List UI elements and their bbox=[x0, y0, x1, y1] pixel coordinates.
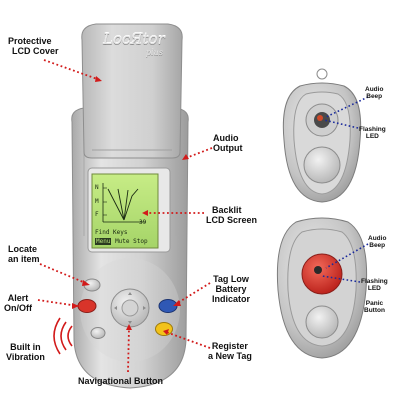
lcd-softkey-menu: Menu bbox=[95, 238, 112, 245]
label-line: an item bbox=[8, 254, 40, 264]
label-navigational-button: Navigational Button bbox=[78, 376, 163, 386]
label-alert-on-off: Alert On/Off bbox=[4, 293, 32, 313]
label-line: a New Tag bbox=[208, 351, 252, 361]
label-built-in-vibration: Built in Vibration bbox=[6, 342, 45, 362]
label-line: On/Off bbox=[4, 303, 32, 313]
tag-top-label-audio-beep: Audio Beep bbox=[365, 86, 383, 100]
label-line: Flashing bbox=[361, 278, 388, 285]
tag-top-label-flashing-led: Flashing LED bbox=[359, 126, 386, 140]
label-line: Panic bbox=[365, 300, 384, 307]
label-line: Battery bbox=[215, 284, 247, 294]
tag-bottom-label-panic-button: Panic Button bbox=[364, 300, 385, 314]
device-brand-suffix: plus bbox=[146, 48, 163, 57]
label-line: Audio bbox=[365, 86, 384, 93]
label-register-new-tag: Register a New Tag bbox=[208, 341, 252, 361]
label-audio-output: Audio Output bbox=[213, 133, 243, 153]
label-line: Alert bbox=[7, 293, 29, 303]
label-line: LED bbox=[367, 285, 381, 292]
tag-bottom-label-flashing-led: Flashing LED bbox=[361, 278, 388, 292]
alert-toggle-button[interactable] bbox=[77, 299, 97, 313]
lcd-label-f: F bbox=[95, 211, 99, 218]
label-line: Register bbox=[211, 341, 248, 351]
lcd-label-n: N bbox=[95, 184, 99, 191]
label-tag-low-battery-indicator: Tag Low Battery Indicator bbox=[212, 274, 250, 304]
label-line: LCD Cover bbox=[12, 46, 59, 56]
label-line: Tag Low bbox=[213, 274, 249, 284]
lcd-line-find-keys: Find Keys bbox=[95, 229, 128, 236]
label-line: Audio bbox=[368, 235, 387, 242]
label-line: Locate bbox=[8, 244, 38, 254]
label-line: Vibration bbox=[6, 352, 45, 362]
label-line: Button bbox=[364, 307, 385, 314]
label-line: Protective bbox=[8, 36, 52, 46]
label-line: Indicator bbox=[212, 294, 251, 304]
label-line: Beep bbox=[366, 93, 383, 100]
label-protective-lcd-cover: Protective LCD Cover bbox=[8, 36, 59, 56]
label-line: LED bbox=[365, 133, 379, 140]
label-line: LCD Screen bbox=[206, 215, 258, 225]
label-line: Built in bbox=[10, 342, 41, 352]
lcd-signal-value: 39 bbox=[139, 219, 147, 226]
panic-button[interactable] bbox=[301, 253, 343, 295]
vibration-waves bbox=[53, 317, 73, 355]
lcd-softkeys: Menu Mute Stop bbox=[95, 238, 148, 245]
label-backlit-lcd-screen: Backlit LCD Screen bbox=[206, 205, 257, 225]
label-line: Audio bbox=[213, 133, 239, 143]
lcd-label-m: M bbox=[95, 198, 99, 205]
label-line: Flashing bbox=[359, 126, 386, 133]
label-locate-an-item: Locate an item bbox=[8, 244, 40, 264]
register-tag-button[interactable] bbox=[155, 322, 173, 336]
device-brand-logo: LocЯtor bbox=[103, 30, 165, 48]
label-line: Output bbox=[213, 143, 243, 153]
locator-handset bbox=[71, 23, 189, 389]
label-line: Beep bbox=[369, 242, 386, 249]
tag-bottom-label-audio-beep: Audio Beep bbox=[368, 235, 386, 249]
tag-top bbox=[282, 68, 362, 203]
label-line: Backlit bbox=[212, 205, 242, 215]
lcd-softkeys-rest: Mute Stop bbox=[111, 238, 148, 245]
tag-bottom bbox=[276, 217, 368, 359]
